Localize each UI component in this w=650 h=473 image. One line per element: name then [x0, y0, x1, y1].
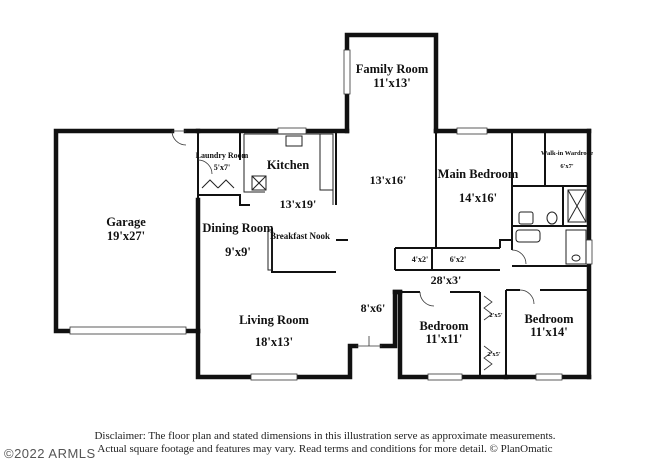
disclaimer-line-1: Disclaimer: The floor plan and stated di…: [94, 430, 556, 442]
room-labels: Family Room 11'x13' Kitchen Laundry Room…: [106, 62, 593, 358]
main-bedroom-name: Main Bedroom: [438, 167, 519, 181]
family-room-name: Family Room: [356, 62, 429, 76]
dining-name-text: Dining Room: [202, 221, 274, 235]
closet-d-dim: 2'x5': [487, 351, 501, 358]
kitchen-dim: 13'x19': [280, 197, 317, 211]
walkin-dim: 6'x7': [560, 163, 574, 170]
watermark: ©2022 ARMLS: [4, 446, 96, 461]
main-bedroom-dim: 14'x16': [459, 191, 497, 205]
garage-door: [69, 326, 187, 335]
kitchen-counters: [243, 133, 334, 271]
bath-fixtures: [515, 189, 587, 265]
closet-a-dim: 4'x2': [412, 255, 428, 264]
disclaimer-line-2: Actual square footage and features may v…: [97, 443, 553, 455]
garage-name: Garage: [106, 215, 146, 229]
breakfast-name: Breakfast Nook: [270, 231, 330, 241]
bedroom3-name: Bedroom: [524, 312, 574, 326]
kitchen-name: Kitchen: [267, 158, 309, 172]
family-room-dim: 11'x13': [373, 76, 411, 90]
living-dim: 18'x13': [255, 335, 293, 349]
bedroom2-dim: 11'x11': [426, 332, 463, 346]
laundry-name: Laundry Room: [196, 151, 249, 160]
closet-c-dim: 2'x5': [489, 312, 503, 319]
walkin-name: Walk-in Wardrobe: [541, 150, 593, 157]
dining-dim: 9'x9': [225, 245, 251, 259]
doors: [171, 130, 535, 371]
garage-dim: 19'x27': [107, 229, 145, 243]
bedroom3-dim: 11'x14': [530, 325, 568, 339]
closet-b-dim: 6'x2': [450, 255, 466, 264]
entry-dim: 8'x6': [361, 301, 386, 315]
hall-dim: 13'x16': [370, 173, 407, 187]
exterior-walls: [53, 32, 592, 380]
laundry-dim: 5'x7': [214, 163, 230, 172]
dining-name: Dining Room: [202, 221, 274, 235]
hallway-dim: 28'x3': [431, 273, 462, 287]
laundry-appliances: [201, 179, 235, 189]
living-name: Living Room: [239, 313, 309, 327]
bedroom2-name: Bedroom: [419, 319, 469, 333]
